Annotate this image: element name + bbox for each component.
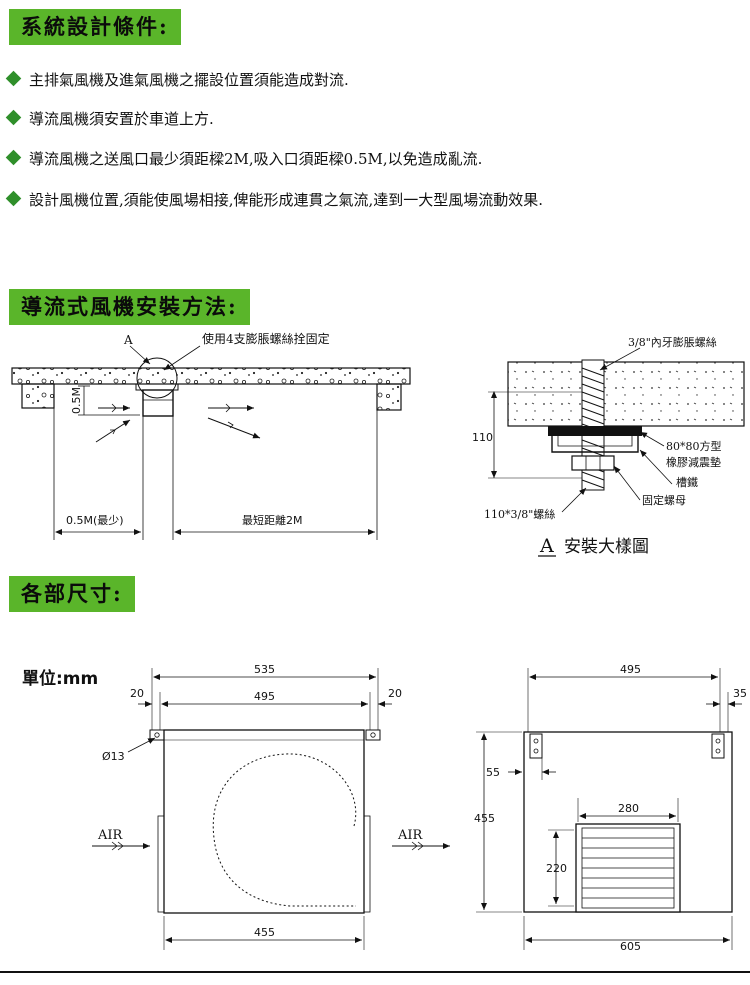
bullet-text: 導流風機之送風口最少須距樑2M,吸入口須距樑0.5M,以免造成亂流. — [29, 150, 483, 168]
label-channel: 槽鐵 — [676, 475, 698, 489]
bullet-1: 主排氣風機及進氣風機之擺設位置須能造成對流. — [5, 70, 349, 90]
label-bolt: 3/8"內牙膨脹螺絲 — [628, 335, 717, 349]
channel-steel — [551, 436, 639, 453]
caption-letter: A — [539, 535, 554, 557]
label-pad-1: 80*80方型 — [666, 439, 722, 453]
dim-55: 55 — [486, 766, 500, 779]
section-3-title: 各部尺寸: — [9, 576, 135, 612]
front-view-drawing: 495 35 55 455 — [392, 663, 747, 953]
label-thread: 110*3/8"螺絲 — [484, 507, 555, 521]
section-2-title: 導流式風機安裝方法: — [9, 289, 250, 325]
detail-slab — [507, 361, 745, 427]
air-label-side: AIR — [97, 828, 124, 843]
dim-35: 35 — [733, 687, 747, 700]
dim-220: 220 — [546, 862, 567, 875]
label-05m-min: 0.5M(最少) — [66, 514, 124, 527]
dim-605: 605 — [620, 940, 641, 953]
beam-left — [21, 383, 55, 409]
ceiling-slab — [11, 367, 411, 385]
fan-body-side — [163, 729, 365, 914]
dim-495-side: 495 — [254, 690, 275, 703]
label-pad-2: 橡膠減震墊 — [666, 455, 721, 469]
detail-circle-a — [136, 357, 178, 399]
dim-535: 535 — [254, 663, 275, 676]
label-2m: 最短距離2M — [242, 513, 303, 527]
detail-a-drawing: 110 3/8"內牙膨脹螺絲 80*80方型 橡膠減震墊 槽鐵 固定螺母 110… — [472, 335, 745, 557]
caption-text: 安裝大樣圖 — [564, 537, 649, 557]
label-a: A — [123, 333, 133, 347]
label-screw: 使用4支膨脹螺絲拴固定 — [202, 331, 330, 346]
label-nut: 固定螺母 — [642, 493, 686, 507]
bullet-3: 導流風機之送風口最少須距樑2M,吸入口須距樑0.5M,以免造成亂流. — [5, 149, 483, 169]
bullet-text: 導流風機須安置於車道上方. — [29, 110, 214, 128]
label-110: 110 — [472, 431, 493, 444]
dim-20-right: 20 — [388, 687, 402, 700]
bullet-4: 設計風機位置,須能使風場相接,俾能形成連貫之氣流,達到一大型風場流動效果. — [5, 190, 544, 210]
bullet-2: 導流風機須安置於車道上方. — [5, 109, 214, 129]
fixing-nut — [571, 455, 615, 471]
dim-455-side: 455 — [254, 926, 275, 939]
scroll-housing — [212, 753, 357, 907]
side-view-drawing: 535 495 20 20 Ø13 AIR 455 — [92, 663, 402, 950]
dim-495-front: 495 — [620, 663, 641, 676]
dim-13: Ø13 — [102, 750, 125, 763]
dim-455-front: 455 — [474, 812, 495, 825]
installation-diagram: A 使用4支膨脹螺絲拴固定 0.5M 0.5M(最少) 最短距離2M — [11, 331, 411, 540]
rubber-pad — [548, 426, 642, 436]
dim-280: 280 — [618, 802, 639, 815]
beam-right — [376, 383, 402, 411]
bullet-text: 設計風機位置,須能使風場相接,俾能形成連貫之氣流,達到一大型風場流動效果. — [29, 191, 544, 209]
unit-label: 單位:mm — [22, 669, 99, 689]
bullet-text: 主排氣風機及進氣風機之擺設位置須能造成對流. — [29, 71, 349, 89]
section-1-title: 系統設計條件: — [9, 9, 181, 45]
air-label-front: AIR — [397, 828, 424, 843]
label-05m-vertical: 0.5M — [70, 387, 83, 414]
dim-20-left: 20 — [130, 687, 144, 700]
mount-bracket — [135, 383, 179, 391]
